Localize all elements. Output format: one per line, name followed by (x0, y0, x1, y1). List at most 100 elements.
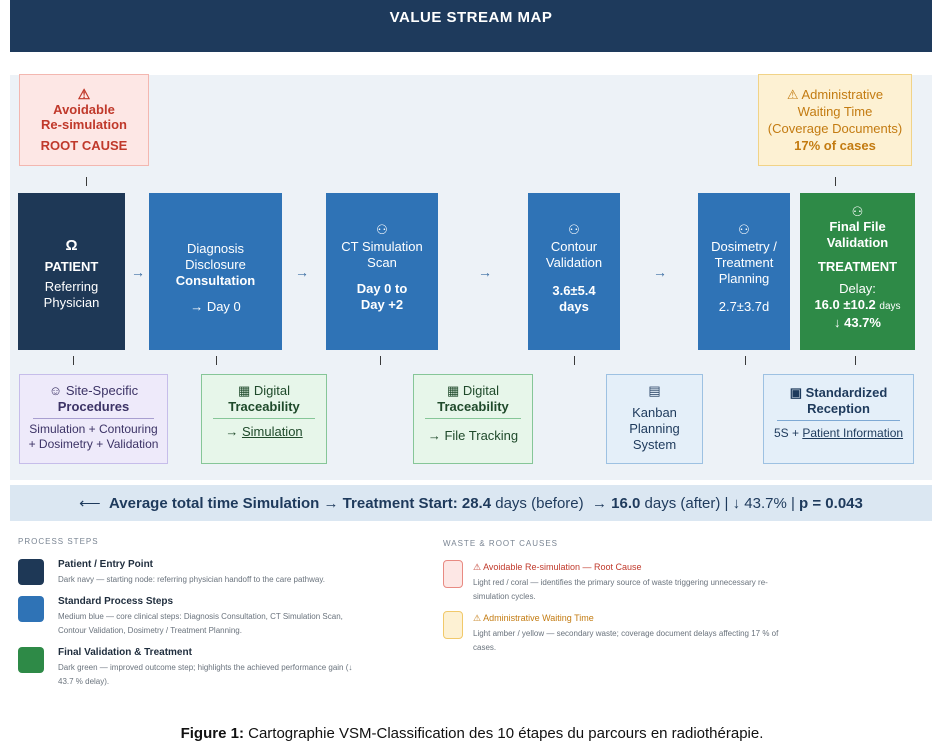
step-title: PATIENT (44, 259, 99, 274)
connector-tick (216, 356, 217, 365)
reception-icon: ▣ (789, 385, 803, 400)
step-text: 2.7±3.7d (718, 299, 770, 314)
dosimetry-icon: ⚇ (738, 222, 750, 237)
sub-text: → File Tracking (427, 428, 519, 443)
avg-before-text: days (before) (495, 494, 584, 512)
sub-text: 5S + (773, 426, 799, 440)
step-text: Final File (829, 219, 886, 234)
sub-text: + Dosimetry + Validation (28, 437, 159, 451)
legend-swatch-final (18, 647, 44, 673)
callout-text: Waiting Time (797, 104, 873, 119)
avg-label: Average total time Simulation → Treatmen… (109, 494, 458, 512)
step-text: Diagnosis (186, 241, 245, 256)
legend-desc: cases. (473, 643, 497, 652)
legend-title: Patient / Entry Point (58, 559, 154, 570)
avg-reduction: | ↓ 43.7% | (724, 494, 795, 512)
computer-icon: ▦ (446, 383, 460, 398)
sub-kanban: ▤ Kanban Planning System (606, 374, 703, 464)
sub-text: Traceability (228, 399, 300, 414)
avg-after-value: 16.0 (611, 494, 641, 512)
sub-text: Digital (253, 383, 291, 398)
connector-tick (86, 177, 87, 186)
avg-pvalue: p = 0.043 (799, 494, 863, 512)
flow-arrow: → (478, 264, 492, 280)
sub-text: Simulation + Contouring (29, 422, 158, 436)
step-text: Referring (44, 279, 99, 294)
legend-desc: Medium blue — core clinical steps: Diagn… (58, 612, 343, 621)
sub-text: Traceability (437, 399, 509, 414)
step-text: days (559, 299, 589, 314)
step-text: → Day 0 (190, 299, 241, 314)
divider (777, 420, 900, 421)
patient-icon: Ω (65, 237, 78, 254)
step-text: CT Simulation (341, 239, 423, 254)
callout-avoidable-resimulation: ⚠ Avoidable Re-simulation ROOT CAUSE (19, 74, 149, 166)
sub-digital-traceability-1: ▦ Digital Traceability → Simulation (201, 374, 327, 464)
caption-label: Figure 1: (180, 725, 244, 742)
connector-tick (745, 356, 746, 365)
legend-desc: simulation cycles. (473, 592, 536, 601)
step-text: Consultation (175, 273, 256, 288)
legend-desc: Dark navy — starting node: referring phy… (58, 575, 325, 584)
step-text: ↓ 43.7% (834, 315, 881, 330)
sub-text: Standardized (805, 385, 888, 400)
sub-standardized-reception: ▣ Standardized Reception 5S + Patient In… (763, 374, 914, 464)
step-text: Dosimetry / (711, 239, 777, 254)
sub-text: Reception (807, 401, 870, 416)
step-text: Contour (550, 239, 598, 254)
flow-arrow: → (653, 264, 667, 280)
legend-desc: Contour Validation, Dosimetry / Treatmen… (58, 626, 242, 635)
contour-icon: ⚇ (568, 222, 580, 237)
avg-arrow: → (591, 494, 607, 512)
connector-tick (855, 356, 856, 365)
step-text: Disclosure (185, 257, 246, 272)
sub-text: Procedures (57, 399, 130, 414)
sub-text: Site-Specific (65, 383, 139, 398)
warning-icon: ⚠ (77, 86, 91, 102)
step-text: Validation (545, 255, 603, 270)
legend-swatch-resim (443, 560, 463, 588)
legend-swatch-admin (443, 611, 463, 639)
avg-after-text: days (after) (644, 494, 721, 512)
legend-desc: 43.7 % delay). (58, 677, 110, 686)
divider (424, 418, 522, 419)
caption-text: Cartographie VSM-Classification des 10 é… (243, 725, 764, 742)
callout-text: Administrative (801, 87, 884, 102)
step-text: TREATMENT (817, 259, 898, 274)
flow-arrow: → (131, 264, 145, 280)
connector-tick (835, 177, 836, 186)
legend-title: Standard Process Steps (58, 596, 174, 607)
sub-digital-traceability-2: ▦ Digital Traceability → File Tracking (413, 374, 533, 464)
callout-text: Re-simulation (41, 117, 127, 132)
callout-text: 17% of cases (794, 138, 876, 153)
legend-process-head: PROCESS STEPS (18, 537, 99, 546)
warning-icon: ⚠ (786, 87, 799, 102)
divider (213, 418, 315, 419)
vsm-title: VALUE STREAM MAP (389, 9, 553, 26)
step-text: Treatment (714, 255, 774, 270)
connector-tick (574, 356, 575, 365)
avg-lead-arrow: ⟵ (79, 495, 101, 512)
legend-title: Final Validation & Treatment (58, 647, 192, 658)
step-text: 16.0 ±10.2 (814, 297, 876, 312)
legend-desc: Light amber / yellow — secondary waste; … (473, 629, 779, 638)
callout-admin-waiting: ⚠ Administrative Waiting Time (Coverage … (758, 74, 912, 166)
step-text: Delay: (839, 281, 876, 296)
step-final-validation: ⚇ Final File Validation TREATMENT Delay:… (800, 193, 915, 350)
step-text: Validation (826, 235, 889, 250)
step-text: Day +2 (360, 297, 404, 312)
step-patient: Ω PATIENT Referring Physician (18, 193, 125, 350)
step-dosimetry: ⚇ Dosimetry / Treatment Planning 2.7±3.7… (698, 193, 790, 350)
simulation-link[interactable]: Simulation (241, 424, 303, 439)
sub-text: System (632, 437, 677, 452)
avg-before-value: 28.4 (461, 494, 492, 512)
legend-swatch-standard (18, 596, 44, 622)
legend-title: ⚠ Avoidable Re-simulation — Root Cause (473, 562, 642, 572)
step-diagnosis: Diagnosis Disclosure Consultation → Day … (149, 193, 282, 350)
step-text: days (879, 301, 901, 312)
patient-information-link[interactable]: Patient Information (802, 426, 904, 440)
step-text: Physician (43, 295, 100, 310)
legend-desc: Dark green — improved outcome step; high… (58, 663, 353, 672)
flow-arrow: → (295, 264, 309, 280)
callout-text: (Coverage Documents) (767, 121, 903, 136)
